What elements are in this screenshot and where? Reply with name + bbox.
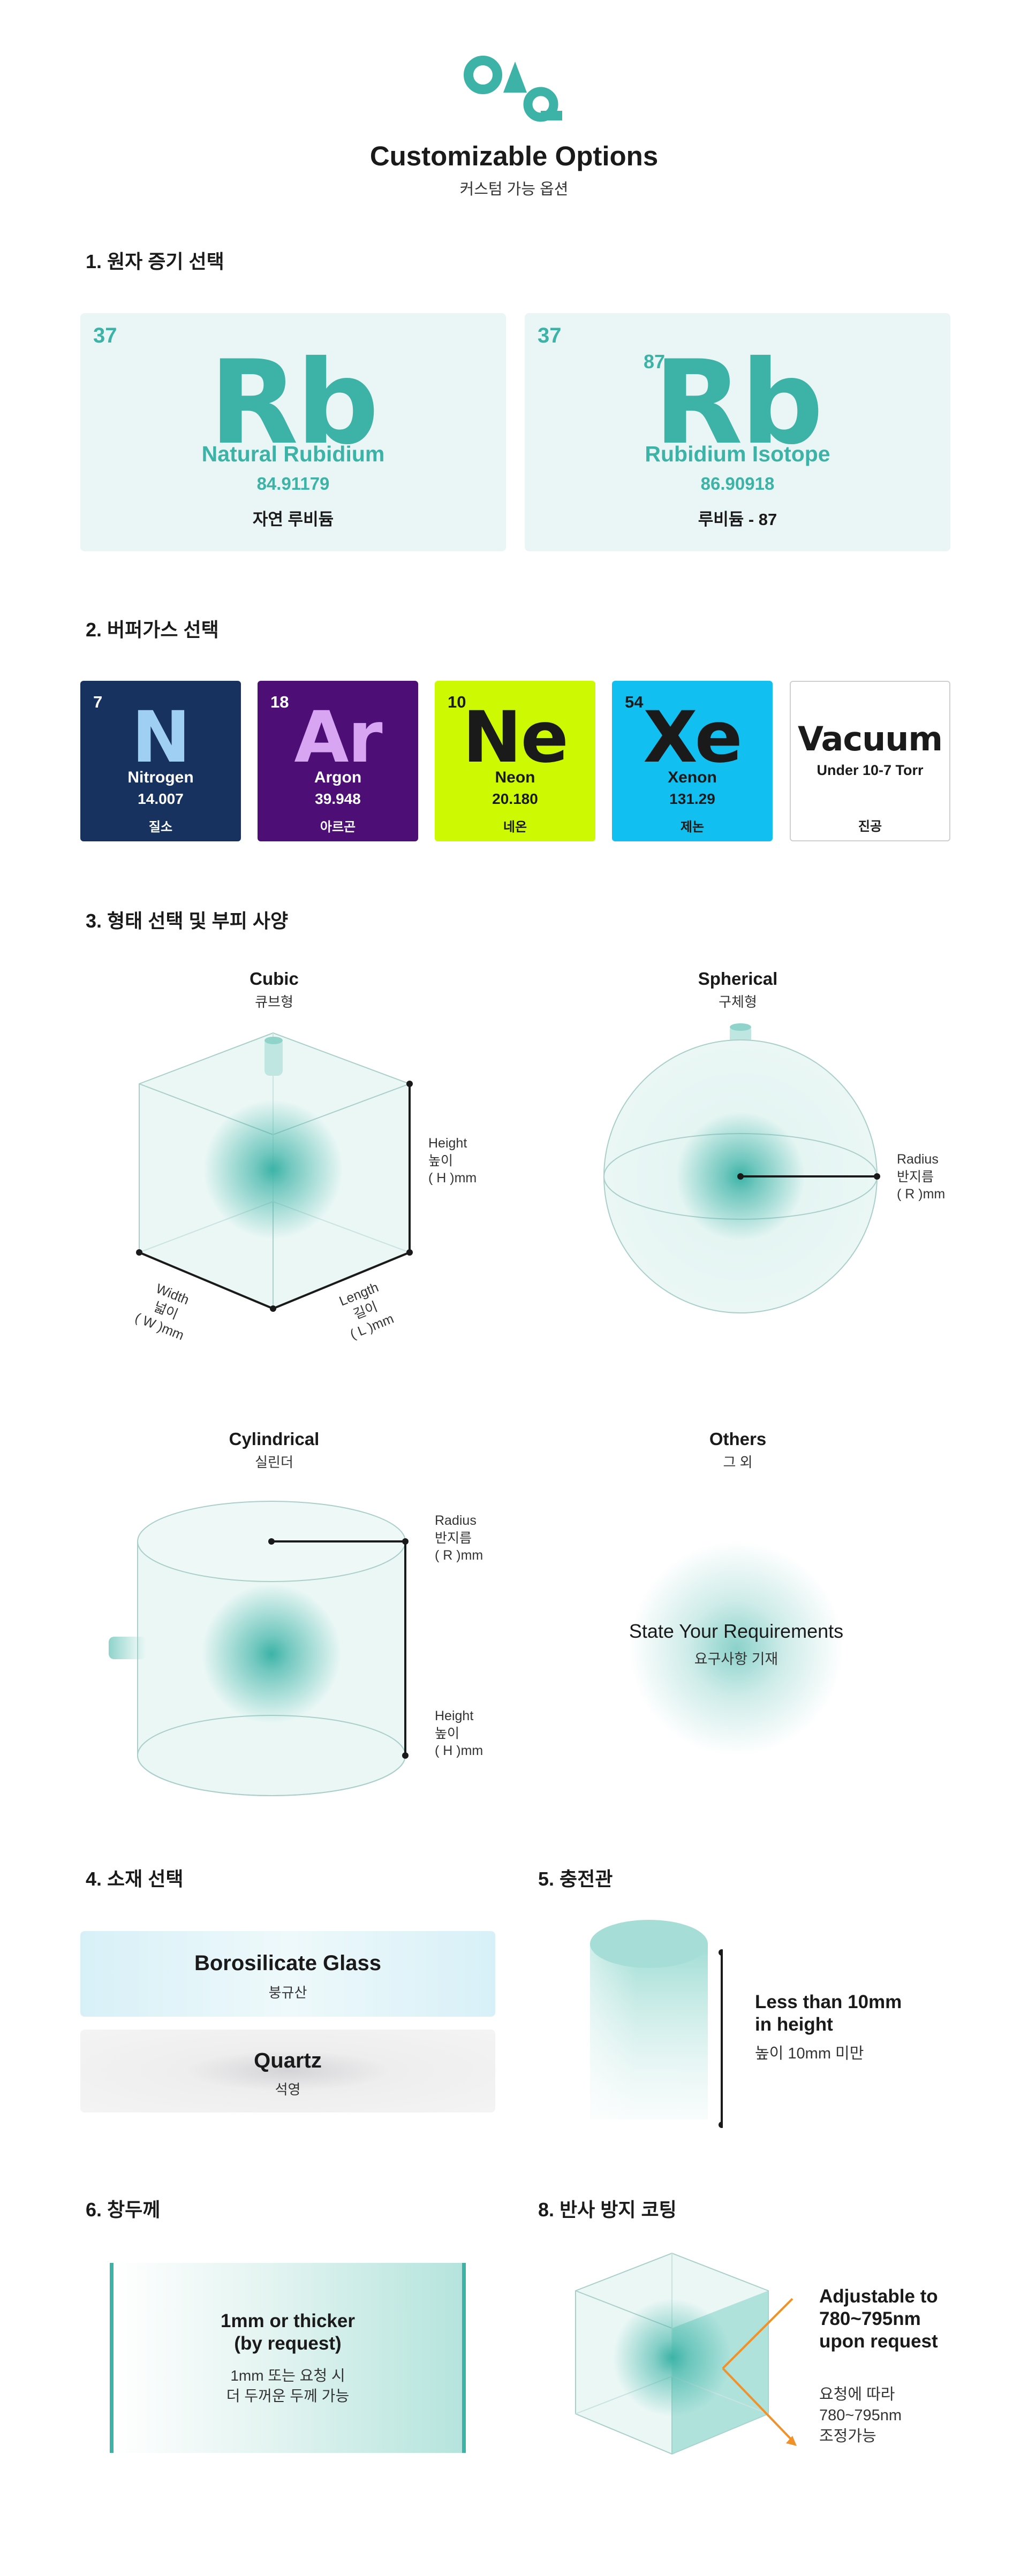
element-symbol: N [131,696,191,779]
element-name: Rubidium Isotope [645,442,830,466]
others-requirements[interactable]: State Your Requirements [629,1620,844,1642]
shape-sub-cubic: 큐브형 [255,994,293,1010]
page-title: Customizable Options [369,141,659,171]
atomic-number: 18 [270,693,289,711]
atomic-weight: 14.007 [138,791,184,807]
material-name: Quartz [254,2049,322,2072]
section-title-shape: 3. 형태 선택 및 부피 사양 [86,910,289,932]
element-name: Natural Rubidium [201,442,385,466]
material-name-kr: 붕규산 [268,1985,307,2001]
element-name: Argon [314,769,362,786]
ar-coating-diagram [575,2252,797,2455]
element-symbol: Ne [463,696,569,779]
element-name-kr: 질소 [148,820,173,834]
material-name: Borosilicate Glass [194,1951,382,1975]
section-title-fill-tube: 5. 충전관 [538,1868,613,1890]
element-name-kr: 제논 [680,820,705,834]
vacuum-title: Vacuum [797,719,943,758]
atomic-weight: 39.948 [315,791,361,807]
atomic-number: 37 [538,324,562,347]
atomic-number: 7 [93,693,103,711]
atomic-weight: 84.91179 [256,474,330,493]
element-name-kr: 루비듐 - 87 [698,510,777,529]
others-glow [629,1541,843,1756]
shape-title-cubic: Cubic [250,969,299,989]
element-symbol: Xe [643,696,743,779]
section-title-ar-coating: 8. 반사 방지 코팅 [538,2199,677,2221]
cubic-cell-diagram[interactable] [118,1017,439,1327]
vacuum-kr: 진공 [858,819,882,834]
atomic-number: 10 [448,693,466,711]
atomic-number: 37 [93,324,117,347]
shape-title-spherical: Spherical [698,969,778,989]
window-spec: 1mm or thicker(by request) [221,2311,355,2354]
atomic-weight: 131.29 [669,791,715,807]
element-name: Nitrogen [127,769,194,786]
others-requirements-kr: 요구사항 기재 [694,1651,778,1667]
shape-title-cylindrical: Cylindrical [229,1429,320,1449]
mass-number: 87 [644,351,666,373]
section-title-window-thickness: 6. 창두께 [86,2199,161,2221]
shape-title-others: Others [709,1429,767,1449]
element-name: Xenon [668,769,717,786]
spherical-cell-diagram[interactable] [594,1020,883,1319]
vacuum-pressure: Under 10-7 Torr [817,762,924,778]
shape-sub-cylindrical: 실린더 [255,1454,293,1470]
element-symbol: Rb [654,336,823,470]
section-title-buffer-gas: 2. 버퍼가스 선택 [86,619,219,641]
material-card-borosilicate[interactable]: Borosilicate Glass 붕규산 [80,1931,495,2017]
element-name-kr: 자연 루비듐 [252,510,334,529]
atom-card-rb87[interactable]: 37 87 Rb Rubidium Isotope 86.90918 루비듐 -… [525,313,950,551]
shape-sub-others: 그 외 [723,1454,753,1470]
element-name-kr: 아르곤 [320,820,356,834]
element-name: Neon [495,769,535,786]
section-title-material: 4. 소재 선택 [86,1868,184,1890]
shape-sub-spherical: 구체형 [719,994,757,1010]
element-symbol: Ar [294,696,382,779]
atomic-weight: 86.90918 [700,474,775,493]
material-name-kr: 석영 [275,2081,301,2098]
cylindrical-cell-diagram[interactable] [104,1493,436,1809]
material-card-quartz[interactable]: Quartz 석영 [80,2030,495,2113]
section-title-atom-vapor: 1. 원자 증기 선택 [86,250,224,272]
atom-card-natural-rb[interactable]: 37 Rb Natural Rubidium 84.91179 자연 루비듐 [80,313,506,551]
fill-tube-spec-kr: 높이 10mm 미만 [755,2045,864,2062]
gas-card-vacuum[interactable]: Vacuum Under 10-7 Torr 진공 [790,681,950,841]
atomic-weight: 20.180 [492,791,538,807]
element-name-kr: 네온 [503,820,527,834]
oaq-logo [464,56,562,122]
atomic-number: 54 [625,693,644,711]
page-subtitle: 커스텀 가능 옵션 [459,181,569,198]
element-symbol: Rb [209,336,379,470]
fill-tube-diagram [590,1920,723,2128]
